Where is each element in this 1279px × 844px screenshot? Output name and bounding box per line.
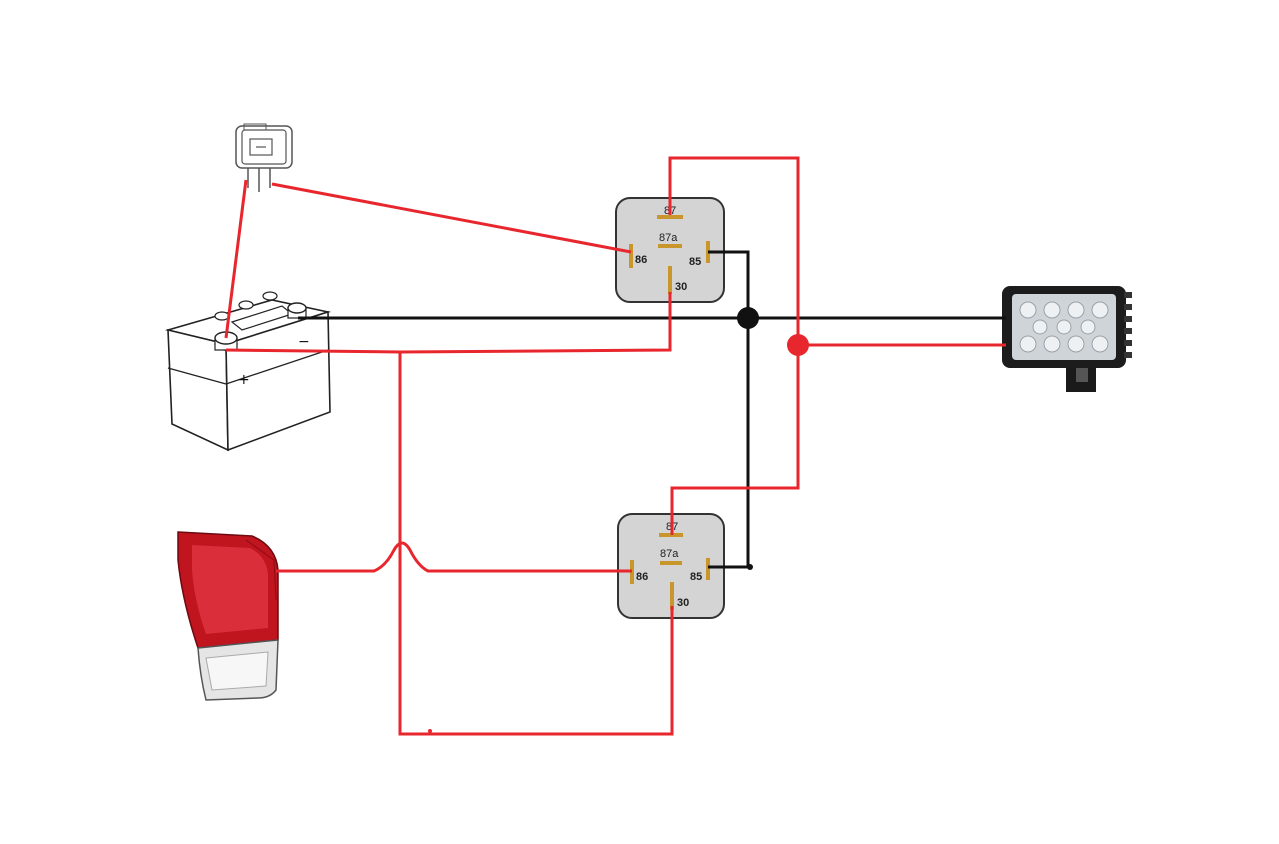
relay-lower-pin-87a [660, 561, 682, 565]
battery-positive-sign: + [238, 372, 250, 388]
relay-lower-pin-85 [706, 558, 710, 580]
relay-upper-pin-87a [658, 244, 682, 248]
relay-upper-pin-30 [668, 266, 672, 294]
positive-junction-dot [787, 334, 809, 356]
relay-lower-label-85: 85 [690, 571, 702, 583]
relay-upper-label-86: 86 [635, 254, 647, 266]
wire-battery-to-switch [224, 179, 248, 339]
relay-upper-label-87a: 87a [659, 232, 678, 244]
relay-lower-pin-30 [670, 582, 674, 610]
relay-upper-pin-86 [629, 244, 633, 268]
positive-junction-small [428, 729, 432, 733]
relay-lower-label-86: 86 [636, 571, 648, 583]
car-battery-icon: + − [164, 291, 332, 452]
relay-upper-label-30: 30 [675, 281, 687, 293]
ground-junction-small [747, 564, 753, 570]
positive-wires [224, 156, 1006, 736]
led-work-light-icon [1002, 286, 1132, 392]
wire-battery-to-relay-upper-30 [225, 292, 672, 354]
rocker-switch-icon [235, 123, 293, 192]
ground-junction-dot [737, 307, 759, 329]
wire-switch-to-relay-upper-86 [271, 182, 632, 254]
relay-lower-label-30: 30 [677, 597, 689, 609]
relay-lower-label-87a: 87a [660, 548, 679, 560]
relay-upper-pin-87 [657, 215, 683, 219]
ground-wire-relay-upper-85 [708, 250, 750, 318]
wire-tail-light-to-relay-lower-86 [276, 541, 632, 573]
battery-negative-sign: − [298, 334, 310, 350]
tail-light-icon [177, 531, 279, 701]
wire-relay-87-loop [668, 156, 800, 535]
relay-upper-label-85: 85 [689, 256, 701, 268]
